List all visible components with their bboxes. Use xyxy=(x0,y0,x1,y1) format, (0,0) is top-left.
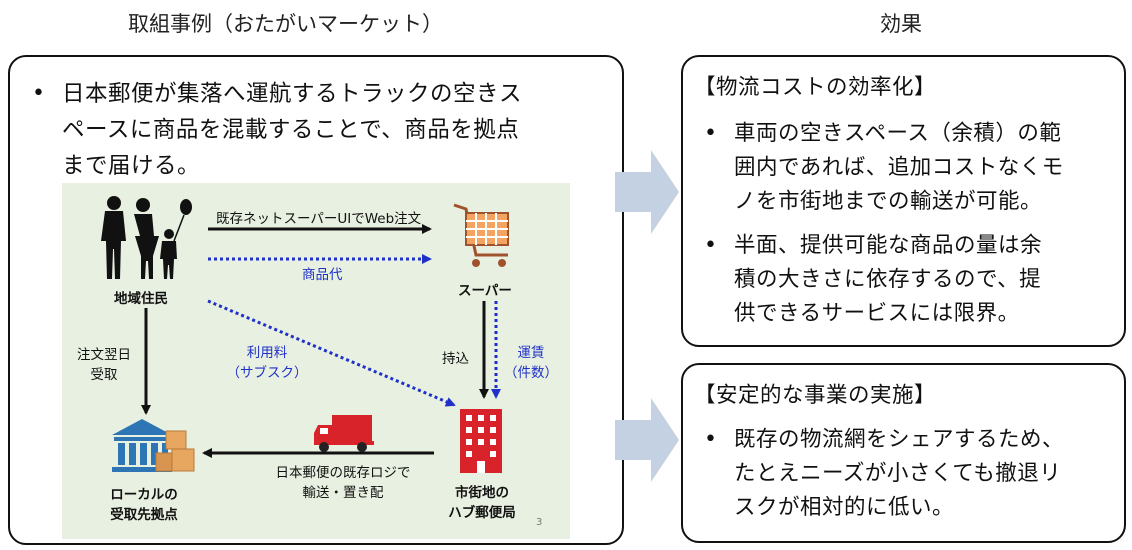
cost-bullet-line: 供できるサービスには限界。 xyxy=(734,301,1020,326)
diagram-svg xyxy=(101,196,509,473)
label-logistics-line: 輸送・置き配 xyxy=(302,485,384,501)
label-next-day: 注文翌日 受取 xyxy=(72,343,136,383)
label-carry: 持込 xyxy=(442,351,469,367)
cost-bullet-line: 囲内であれば、追加コストなくモ xyxy=(734,155,1064,180)
label-logistics: 日本郵便の既存ロジで 輸送・置き配 xyxy=(268,461,418,501)
case-bullet-text: 日本郵便が集落へ運航するトラックの空きス ペースに商品を混載することで、商品を拠… xyxy=(62,76,522,184)
stable-bullet-line: 既存の物流網をシェアするため、 xyxy=(734,427,1065,452)
cost-bullet-line: 積の大きさに依存するので、提 xyxy=(734,267,1042,292)
node-local-line: ローカルの xyxy=(110,487,178,503)
cost-bullet-1: • 車両の空きスペース（余積）の範 囲内であれば、追加コストなくモ ノを市街地ま… xyxy=(704,117,1116,219)
node-hub-line: ハブ郵便局 xyxy=(448,505,516,521)
cost-efficiency-title: 【物流コストの効率化】 xyxy=(694,75,937,100)
chevron-arrow-top-icon xyxy=(615,150,679,234)
bank-icon xyxy=(112,419,195,472)
arrow-subscription xyxy=(207,299,456,407)
label-next-day-line: 注文翌日 xyxy=(77,347,131,363)
node-local-line: 受取先拠点 xyxy=(110,507,178,523)
stable-business-box xyxy=(681,363,1126,543)
cost-bullet-line: ノを市街地までの輸送が可能。 xyxy=(734,189,1043,214)
right-header: 効果 xyxy=(880,12,922,36)
family-icon xyxy=(101,196,192,279)
label-freight-line: （件数） xyxy=(504,365,558,381)
label-next-day-line: 受取 xyxy=(90,367,118,383)
node-hub-line: 市街地の xyxy=(455,485,509,501)
case-line: ペースに商品を混載することで、商品を拠点 xyxy=(62,117,520,143)
node-residents-label: 地域住民 xyxy=(114,291,168,307)
left-header: 取組事例（おたがいマーケット） xyxy=(128,12,443,36)
stable-bullet-1: • 既存の物流網をシェアするため、 たとえニーズが小さくても撤退リ スクが相対的… xyxy=(704,423,1116,525)
bullet-mark: • xyxy=(704,121,717,146)
chevron-arrow-bottom-icon xyxy=(615,398,679,482)
truck-icon xyxy=(314,415,374,452)
bullet-mark: • xyxy=(704,427,717,452)
stable-bullet-line: たとえニーズが小さくても撤退リ xyxy=(734,461,1062,486)
cost-bullet-line: 車両の空きスペース（余積）の範 xyxy=(734,121,1062,146)
label-subscription: 利用料 （サブスク） xyxy=(222,341,312,381)
stable-business-title: 【安定的な事業の実施】 xyxy=(694,383,937,408)
label-goods-fee: 商品代 xyxy=(302,267,343,283)
case-line: まで届ける。 xyxy=(62,153,201,179)
label-freight: 運賃 （件数） xyxy=(498,341,564,381)
cost-bullet-line: 半面、提供可能な商品の量は余 xyxy=(734,233,1043,258)
shopping-cart-icon xyxy=(453,203,509,267)
label-freight-line: 運賃 xyxy=(517,345,545,361)
bullet-mark: • xyxy=(704,233,717,258)
cost-bullet-2: • 半面、提供可能な商品の量は余 積の大きさに依存するので、提 供できるサービス… xyxy=(704,229,1116,331)
bullet-mark: • xyxy=(32,81,45,106)
cost-efficiency-box xyxy=(681,55,1126,347)
case-line: 日本郵便が集落へ運航するトラックの空きス xyxy=(62,81,523,107)
stable-bullet-line: スクが相対的に低い。 xyxy=(734,495,955,520)
label-subscription-line: 利用料 xyxy=(246,345,288,361)
label-logistics-line: 日本郵便の既存ロジで xyxy=(275,465,411,481)
label-subscription-line: （サブスク） xyxy=(226,365,308,381)
label-web-order: 既存ネットスーパーUIでWeb注文 xyxy=(216,211,422,227)
page-number: 3 xyxy=(536,517,543,528)
building-icon xyxy=(460,409,502,473)
diagram-panel: 地域住民 スーパー 市街地の ハブ郵便局 ローカルの 受取先拠点 既存ネットスー… xyxy=(62,183,570,539)
node-hub-label: 市街地の ハブ郵便局 xyxy=(446,481,518,521)
case-bullet: • 日本郵便が集落へ運航するトラックの空きス ペースに商品を混載することで、商品… xyxy=(32,76,612,184)
node-local-label: ローカルの 受取先拠点 xyxy=(104,483,184,523)
node-super-label: スーパー xyxy=(458,283,512,299)
